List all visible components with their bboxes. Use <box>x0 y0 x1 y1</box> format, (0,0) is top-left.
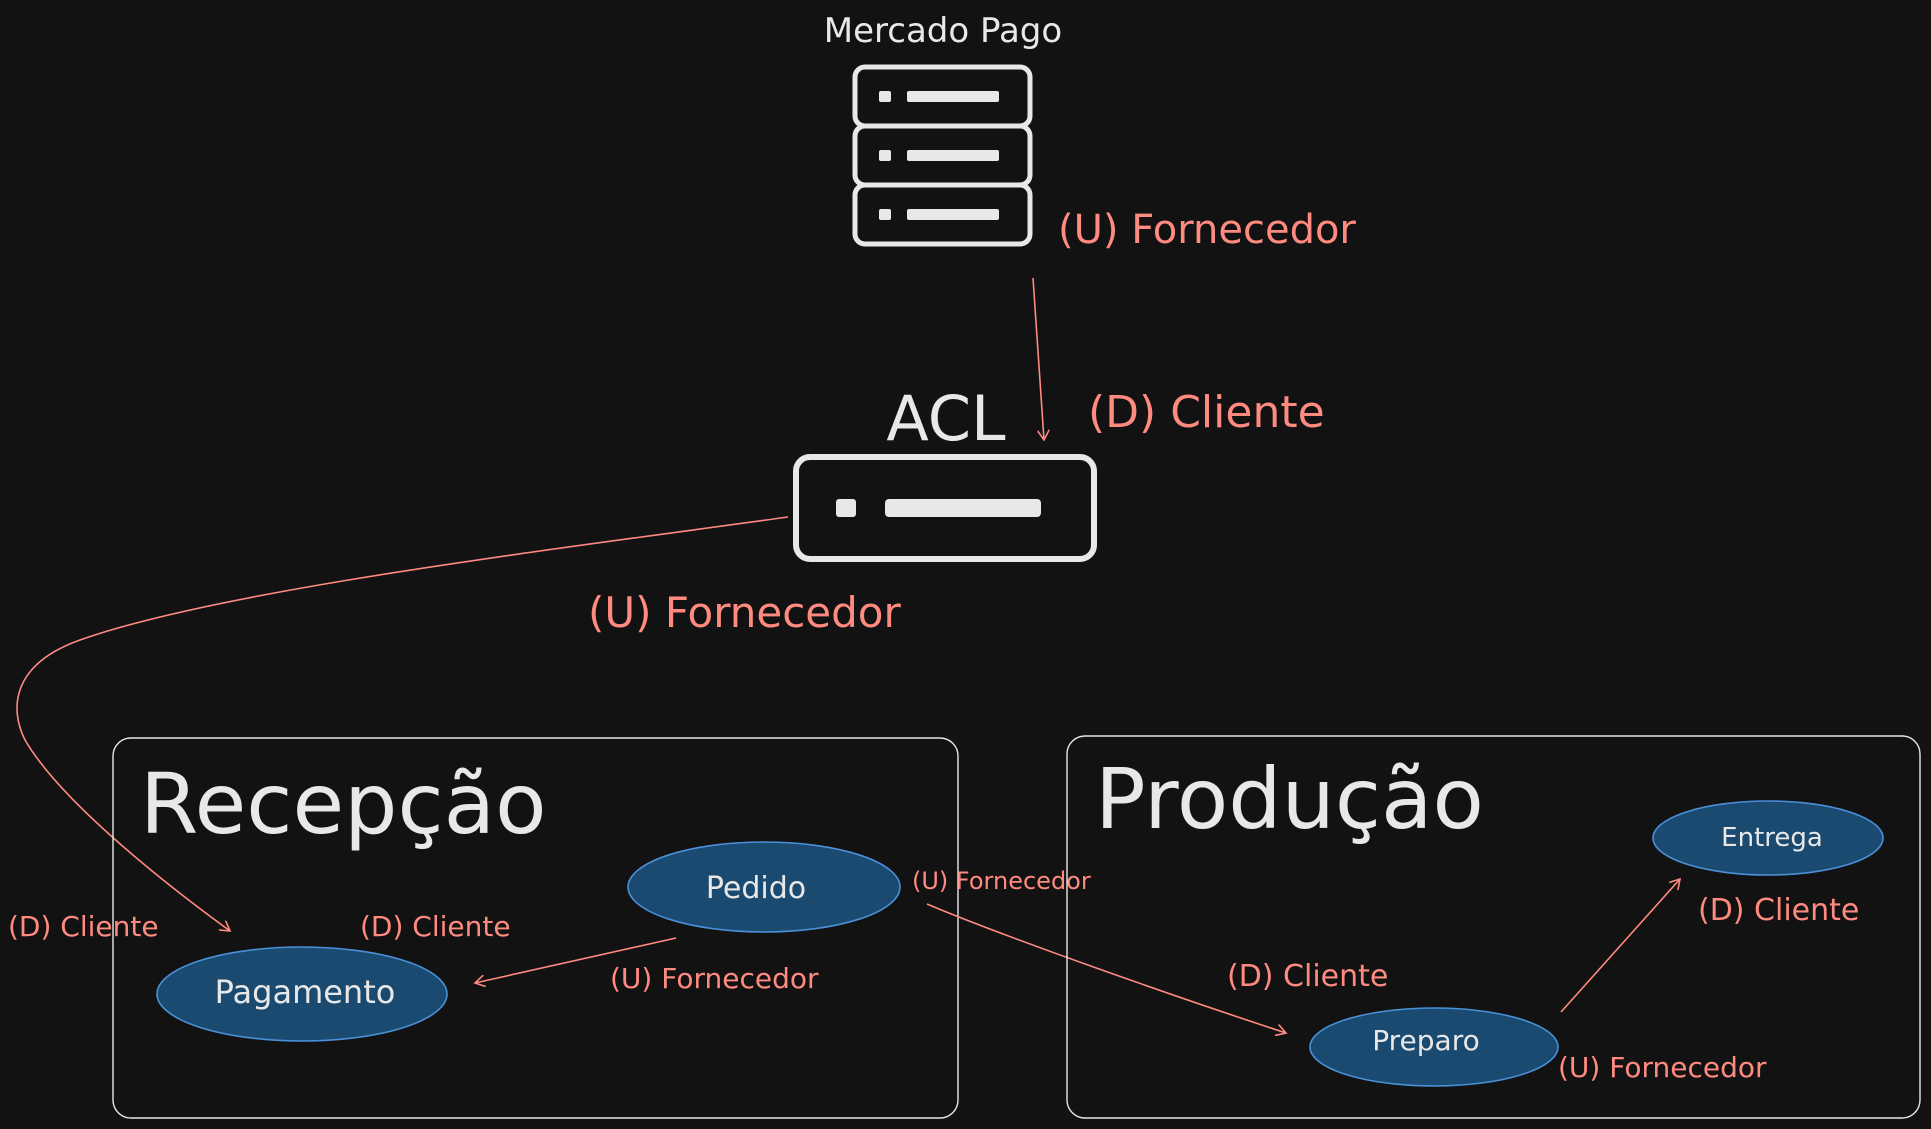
server-icon <box>852 64 1033 247</box>
pagamento-ellipse <box>156 946 448 1042</box>
server-icon-details <box>879 91 999 220</box>
preparo-node[interactable]: Preparo <box>1309 1007 1559 1087</box>
server-icon-light <box>836 499 856 517</box>
producao-context[interactable]: Produção Entrega Preparo (D) Cliente (U)… <box>1066 735 1921 1119</box>
producao-title: Produção <box>1095 750 1484 848</box>
pedido-to-pagamento-supplier-role-label: (U) Fornecedor <box>610 962 819 995</box>
mercado-pago-to-acl-arrow <box>1032 277 1044 440</box>
entrega-client-role-label: (D) Cliente <box>1698 893 1859 928</box>
producao-boundary <box>1066 735 1921 1119</box>
pedido-ellipse <box>627 841 901 933</box>
entrega-node[interactable]: Entrega <box>1652 800 1884 876</box>
recepcao-context[interactable]: Recepção Pedido Pagamento (D) Cliente (D… <box>8 737 1091 1119</box>
acl-client-role-label: (D) Cliente <box>1088 387 1325 438</box>
preparo-ellipse <box>1309 1007 1559 1087</box>
mercado-pago-role-label: (U) Fornecedor <box>1058 207 1356 253</box>
server-icon <box>793 454 1097 562</box>
pedido-to-pagamento-arrow <box>475 937 677 983</box>
preparo-to-entrega-supplier-role-label: (U) Fornecedor <box>1558 1051 1767 1084</box>
entrega-ellipse <box>1652 800 1884 876</box>
pedido-to-preparo-arrow <box>926 903 1286 1033</box>
recepcao-title: Recepção <box>140 755 547 853</box>
pedido-label: Pedido <box>706 871 806 906</box>
pagamento-pedido-client-role-label: (D) Cliente <box>360 910 511 943</box>
pagamento-acl-client-role-label: (D) Cliente <box>8 910 159 943</box>
mercado-pago-node[interactable]: Mercado Pago (U) Fornecedor <box>824 11 1357 253</box>
mercado-pago-title: Mercado Pago <box>824 11 1062 51</box>
preparo-label: Preparo <box>1372 1024 1479 1057</box>
pedido-node[interactable]: Pedido <box>627 841 901 933</box>
entrega-label: Entrega <box>1721 823 1823 853</box>
acl-supplier-role-label: (U) Fornecedor <box>588 588 901 637</box>
server-icon-slot <box>885 499 1041 517</box>
preparo-to-entrega-arrow <box>1560 879 1680 1013</box>
pedido-to-preparo-supplier-role-label: (U) Fornecedor <box>912 867 1091 895</box>
acl-node[interactable]: ACL (D) Cliente (U) Fornecedor <box>588 382 1325 637</box>
pagamento-node[interactable]: Pagamento <box>156 946 448 1042</box>
pagamento-label: Pagamento <box>215 973 396 1011</box>
acl-title: ACL <box>886 382 1006 455</box>
recepcao-boundary <box>112 737 959 1119</box>
preparo-client-role-label: (D) Cliente <box>1227 959 1388 994</box>
acl-to-pagamento-arrow <box>16 516 789 931</box>
